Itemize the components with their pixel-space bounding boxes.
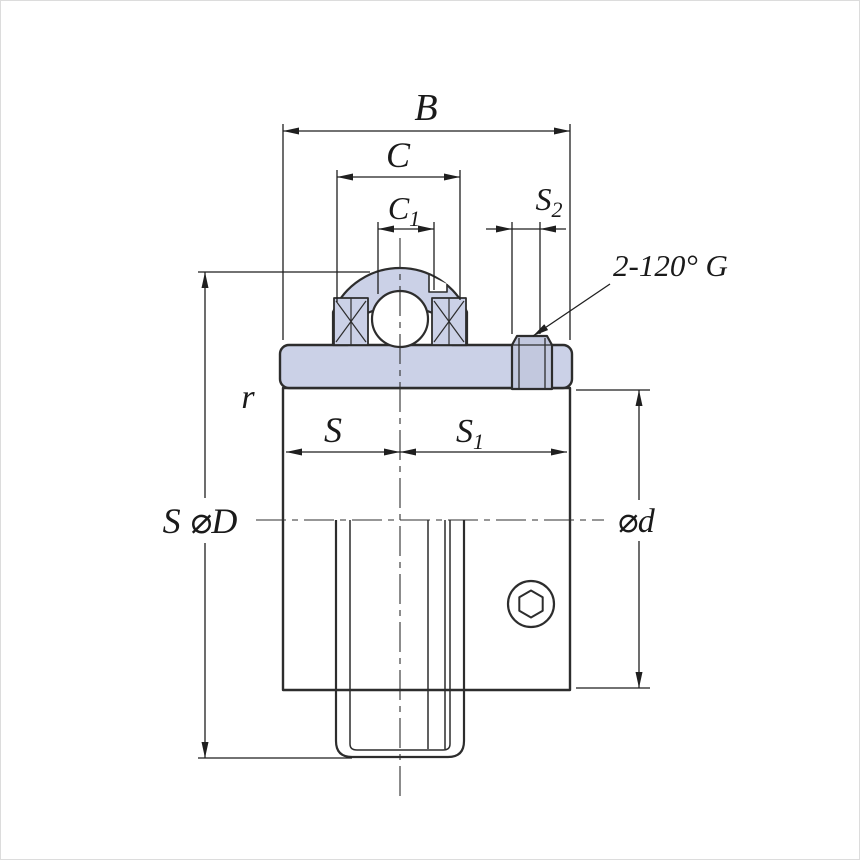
label-S1-sub: 1: [473, 429, 484, 454]
label-S2-base: S: [536, 181, 552, 217]
inner-ring-sleeve-inner-edge: [349, 520, 451, 751]
seal-right: [431, 297, 467, 346]
inner-ring-flange: [278, 343, 574, 390]
bearing-part: [278, 266, 574, 759]
centerlines: [256, 238, 604, 802]
label-note-g: 2-120° G: [613, 248, 728, 283]
hex-socket-icon: [518, 589, 544, 619]
setscrew-side: [510, 334, 554, 391]
dimensions: [198, 124, 650, 759]
label-C1: C1: [388, 190, 420, 231]
label-S1-base: S: [456, 413, 473, 450]
label-S1: S1: [456, 413, 484, 454]
label-S: S: [324, 410, 342, 450]
label-C1-base: C: [388, 190, 410, 226]
label-SD: S ⌀D: [163, 501, 238, 541]
label-S2: S2: [536, 181, 563, 222]
label-S2-sub: 2: [552, 197, 563, 222]
seal-left: [333, 297, 369, 346]
label-C: C: [386, 135, 411, 175]
label-B: B: [414, 87, 437, 129]
setscrew-body: [510, 334, 554, 391]
label-r: r: [241, 379, 255, 416]
leader-line-G: [532, 283, 611, 337]
label-C1-sub: 1: [409, 206, 420, 231]
label-d: ⌀d: [617, 503, 655, 540]
